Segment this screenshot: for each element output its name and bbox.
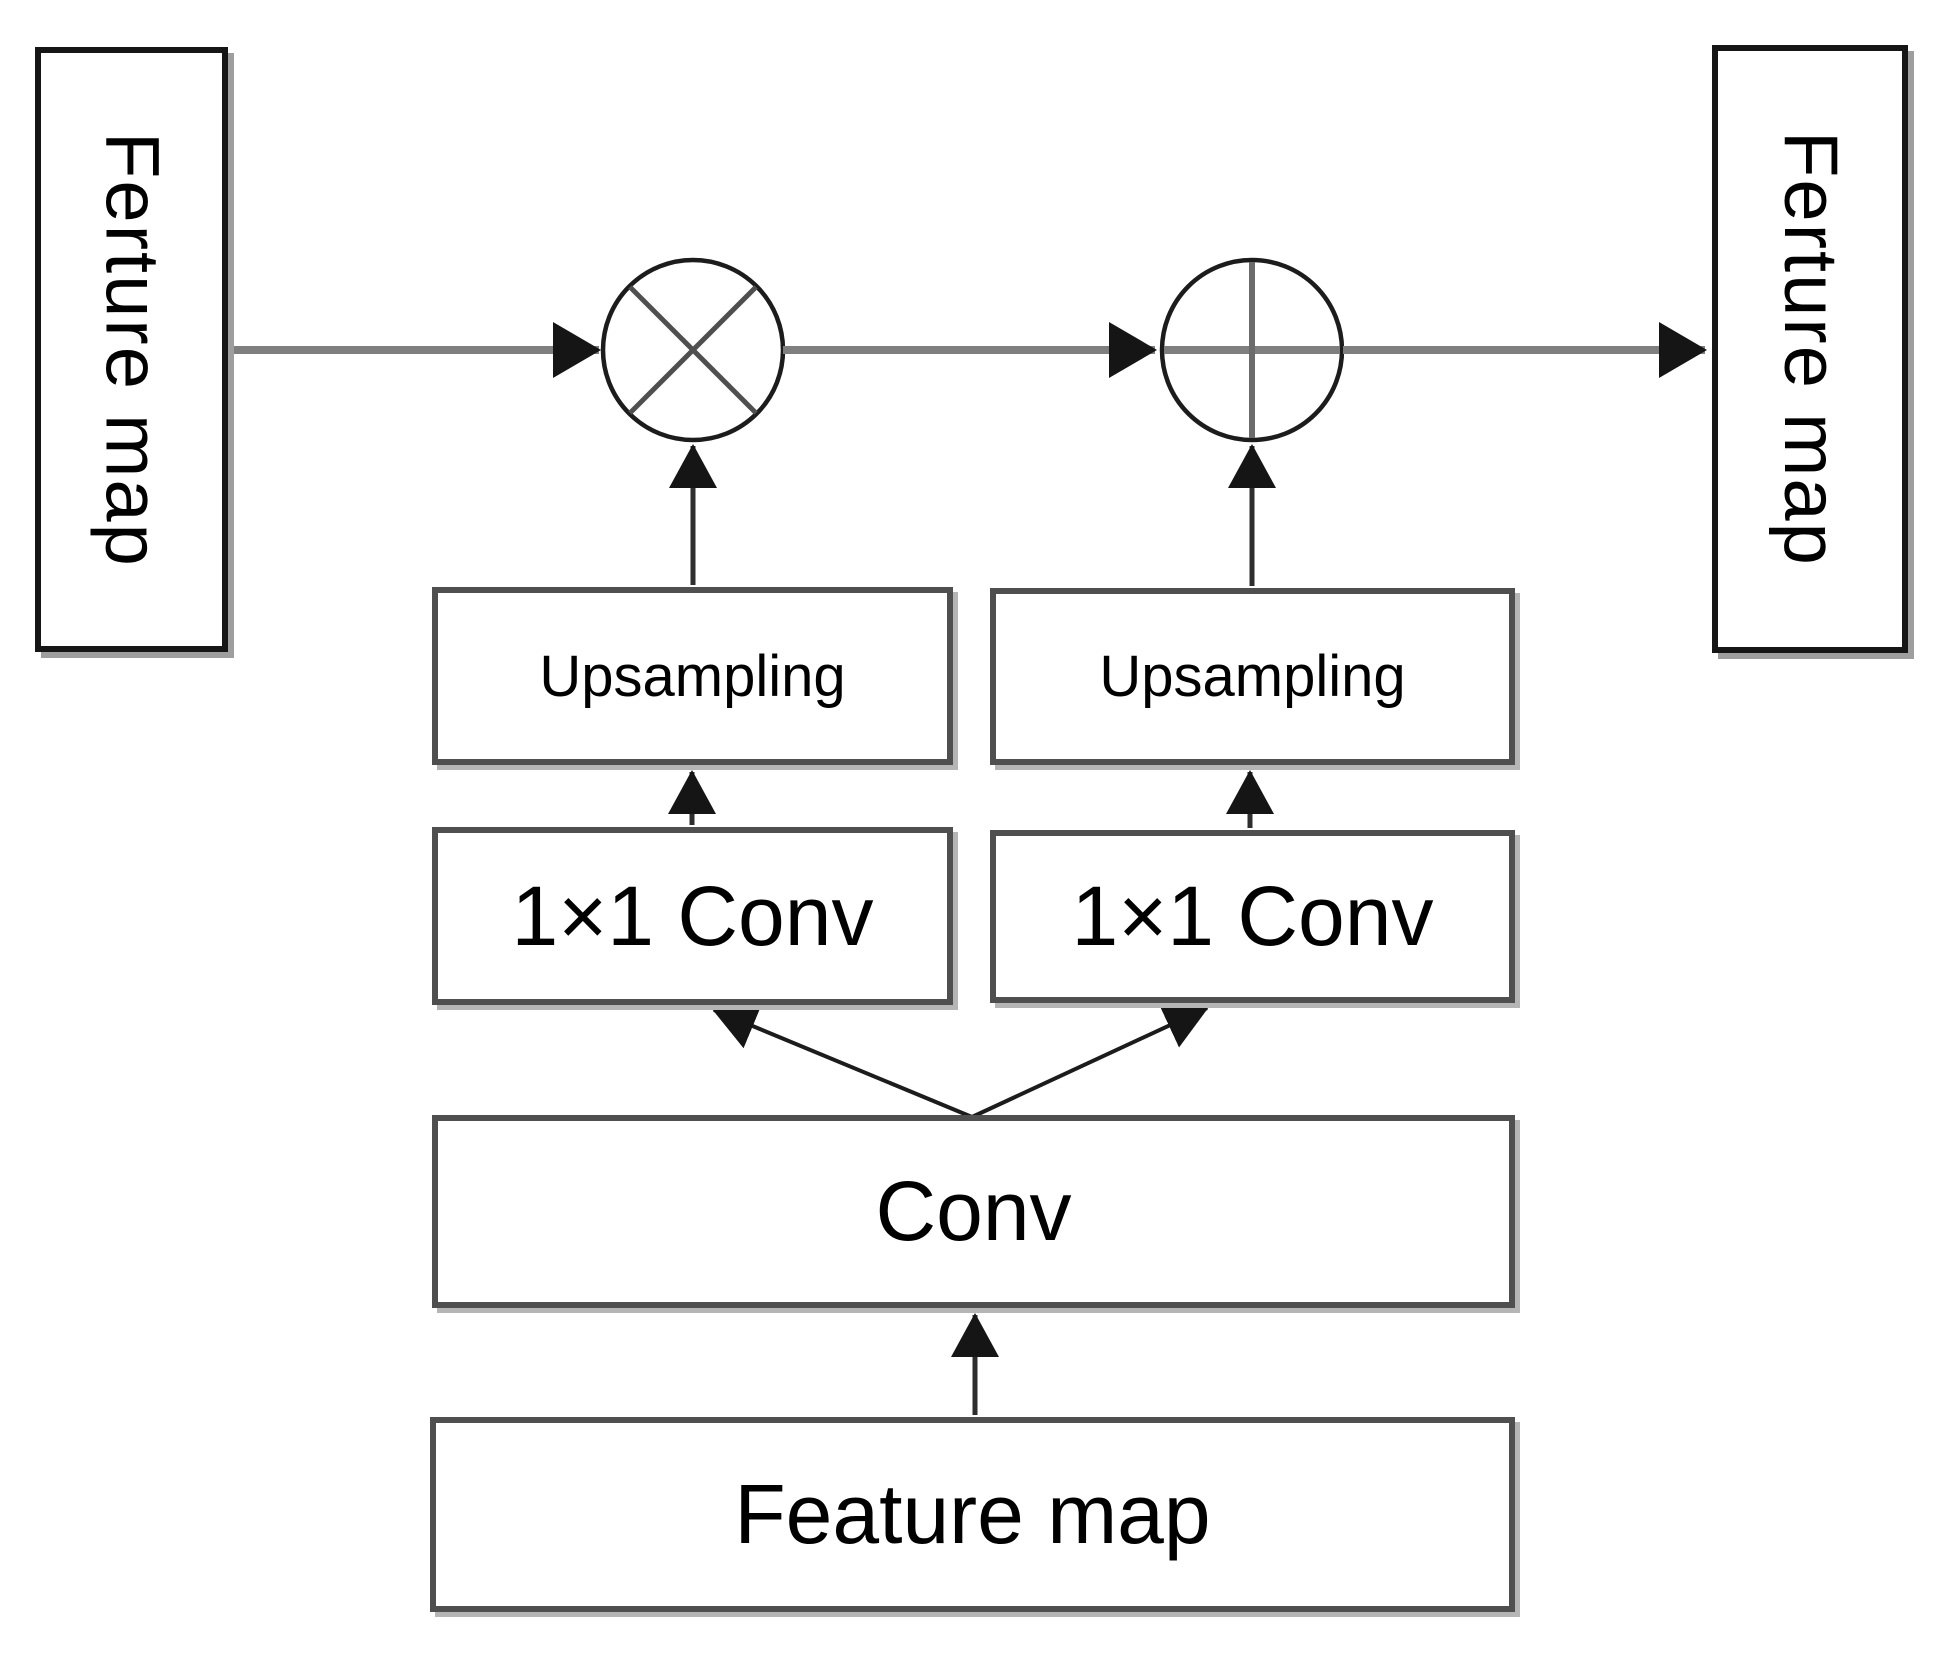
- left-feature-map-box: Ferture map: [35, 47, 228, 652]
- conv-box: Conv: [432, 1115, 1515, 1308]
- left-feature-map-label: Ferture map: [89, 131, 175, 568]
- upsampling-left-label: Upsampling: [539, 643, 846, 709]
- feature-map-bottom-box: Feature map: [430, 1417, 1515, 1612]
- upsampling-right-box: Upsampling: [990, 588, 1515, 765]
- right-feature-map-label: Ferture map: [1768, 131, 1853, 567]
- conv-label: Conv: [875, 1164, 1072, 1258]
- right-feature-map-box: Ferture map: [1712, 45, 1908, 653]
- upsampling-right-label: Upsampling: [1099, 644, 1406, 709]
- conv1x1-left-box: 1×1 Conv: [432, 827, 953, 1005]
- add-icon: [1159, 257, 1345, 443]
- edge-conv-to-conv1x1-right: [971, 1003, 1209, 1119]
- feature-map-bottom-label: Feature map: [734, 1467, 1211, 1561]
- conv1x1-left-label: 1×1 Conv: [511, 868, 874, 963]
- upsampling-left-box: Upsampling: [432, 587, 953, 765]
- conv1x1-right-box: 1×1 Conv: [990, 830, 1515, 1003]
- edge-conv-to-conv1x1-left: [712, 1003, 973, 1119]
- conv1x1-right-label: 1×1 Conv: [1071, 869, 1434, 963]
- multiply-icon: [600, 257, 786, 443]
